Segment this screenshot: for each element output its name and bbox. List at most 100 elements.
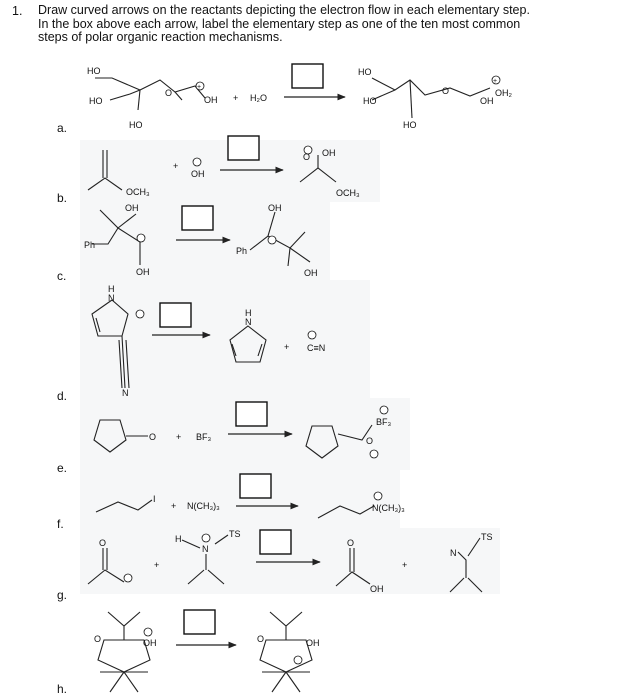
part-label-e: e. (57, 461, 68, 475)
transition-state-label: TS (229, 529, 241, 539)
hydroxyl-label: HO (363, 96, 377, 106)
methoxy-label: OCH₃ (336, 188, 360, 198)
answer-box-g[interactable] (259, 529, 292, 555)
hydroxyl-label: OH (304, 268, 318, 278)
iodide-label: I (153, 494, 156, 504)
reaction-a: HO HO HO O + OH + H₂O HO HO HO O OH + OH… (87, 63, 513, 130)
hydroxyl-label: HO (129, 120, 143, 130)
plus-sign: + (171, 501, 176, 511)
hydroxide-label: OH (191, 169, 205, 179)
ammonium-label: N(CH₃)₃ (372, 503, 405, 513)
positive-charge-label: + (197, 84, 201, 91)
positive-charge-icon (491, 75, 501, 85)
part-label-f: f. (57, 517, 64, 531)
positive-charge-icon (267, 235, 277, 245)
hydroxyl-label: HO (358, 67, 372, 77)
transition-state-label: TS (481, 532, 493, 542)
negative-charge-icon (379, 405, 389, 415)
negative-charge-icon (192, 157, 202, 167)
oxygen-label: O (366, 436, 373, 446)
part-label-b: b. (57, 191, 68, 205)
ring-oxygen-label: O (442, 86, 449, 96)
phenyl-label: Ph (84, 240, 95, 250)
plus-sign: + (176, 432, 181, 442)
reaction-h: O OH O OH (94, 609, 320, 693)
hydroxyl-label: HO (403, 120, 417, 130)
ring-oxygen-label: O (165, 88, 172, 98)
ring-oxygen-label: O (94, 634, 101, 644)
reaction-d: H N N H N + C≡N (91, 284, 325, 398)
question-text: Draw curved arrows on the reactants depi… (38, 3, 618, 45)
hydroxyl-label: OH (480, 96, 494, 106)
positive-charge-icon (293, 655, 303, 665)
answer-box-e[interactable] (235, 401, 268, 427)
water-label: H₂O (250, 93, 267, 103)
question-line: steps of polar organic reaction mechanis… (38, 30, 283, 44)
reaction-g: O + H N TS O OH + N TS (87, 529, 493, 594)
hydroxyl-label: OH (125, 203, 139, 213)
answer-box-a[interactable] (291, 63, 324, 89)
cyanide-label: C≡N (307, 343, 325, 353)
answer-box-c[interactable] (181, 205, 214, 231)
positive-charge-icon (201, 533, 211, 543)
amine-h-label: H (108, 284, 115, 294)
nitrogen-label: N (245, 317, 252, 327)
positive-charge-label: + (493, 78, 497, 85)
carbonyl-o-label: O (99, 538, 106, 548)
borane-label: BF₃ (196, 432, 212, 442)
reaction-f: I + N(CH₃)₃ N(CH₃)₃ (95, 473, 405, 519)
answer-box-h[interactable] (183, 609, 216, 635)
question-number: 1. (12, 4, 23, 18)
nitrogen-label: N (450, 548, 457, 558)
answer-box-d[interactable] (159, 302, 192, 328)
nitrogen-label: N (108, 293, 115, 303)
negative-charge-icon (307, 330, 317, 340)
negative-charge-icon (123, 573, 133, 583)
hydroxyl-label: OH (322, 148, 336, 158)
positive-charge-icon (136, 233, 146, 243)
positive-charge-icon (373, 491, 383, 501)
part-label-a: a. (57, 121, 68, 135)
answer-box-f[interactable] (239, 473, 272, 499)
nitrile-n-label: N (122, 388, 129, 398)
trimethylamine-label: N(CH₃)₃ (187, 501, 220, 511)
carbonyl-o-label: O (347, 538, 354, 548)
hydroxyl-label: OH (136, 267, 150, 277)
answer-box-b[interactable] (227, 135, 260, 161)
hydroxyl-label: OH (306, 638, 320, 648)
positive-charge-icon (195, 81, 205, 91)
plus-sign: + (284, 342, 289, 352)
hydroxyl-label: HO (89, 96, 103, 106)
hydroxyl-label: OH (204, 95, 218, 105)
reaction-e: O + BF₃ O BF₃ (93, 401, 392, 459)
plus-sign: + (173, 161, 178, 171)
question-line: In the box above each arrow, label the e… (38, 16, 521, 31)
alkoxide-label: O (303, 152, 310, 162)
plus-sign: + (154, 560, 159, 570)
ts-h-label: H (175, 534, 182, 544)
hydroxyl-label: HO (87, 66, 101, 76)
negative-charge-icon (135, 309, 145, 319)
positive-charge-icon (143, 627, 153, 637)
negative-charge-icon (303, 145, 313, 155)
amine-h-label: H (245, 308, 252, 318)
hydroxyl-label: OH (143, 638, 157, 648)
question-line: Draw curved arrows on the reactants depi… (38, 3, 530, 17)
phenyl-label: Ph (236, 246, 247, 256)
carbonyl-o-label: O (149, 432, 156, 442)
positive-charge-icon (369, 449, 379, 459)
ts-n-label: N (202, 544, 209, 554)
hydroxyl-label: OH (370, 584, 384, 594)
ring-oxygen-label: O (257, 634, 264, 644)
plus-sign: + (402, 560, 407, 570)
hydroxyl-label: OH (268, 203, 282, 213)
part-label-g: g. (57, 588, 68, 602)
part-label-c: c. (57, 269, 67, 283)
reaction-b: OCH₃ + OH O OH OCH₃ (87, 135, 360, 198)
part-label-h: h. (57, 682, 68, 696)
part-label-d: d. (57, 389, 68, 403)
reaction-c: OH Ph OH OH Ph OH (84, 203, 318, 278)
borane-label: BF₃ (376, 417, 392, 427)
plus-sign: + (233, 93, 238, 103)
